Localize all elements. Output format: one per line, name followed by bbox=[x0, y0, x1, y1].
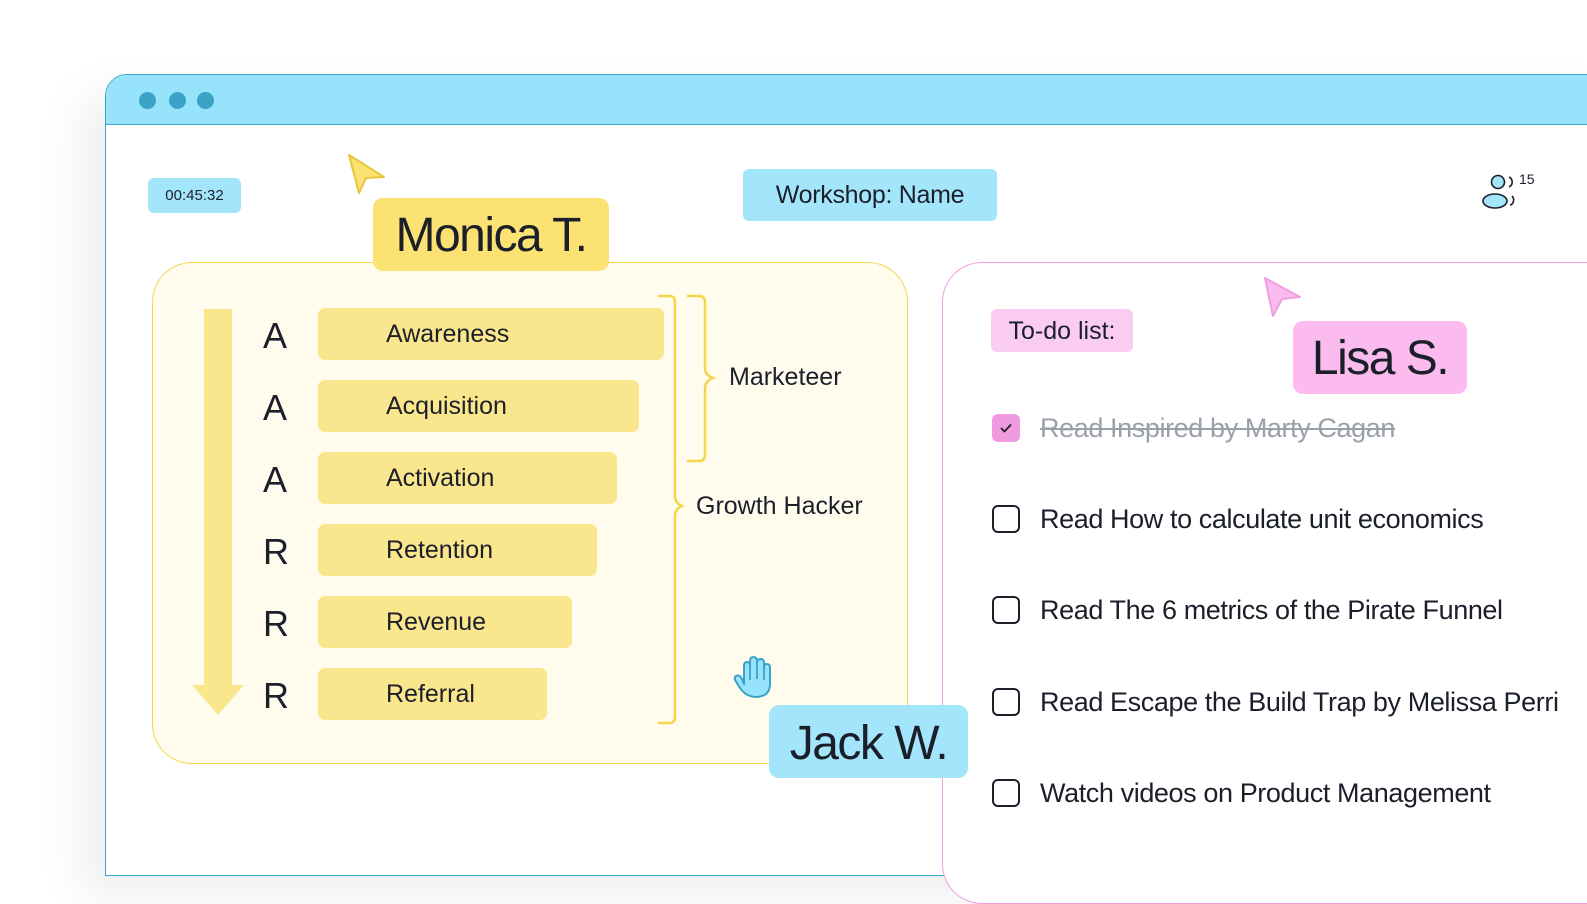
todo-item-text: Read The 6 metrics of the Pirate Funnel bbox=[1040, 595, 1503, 625]
todo-item[interactable]: Read The 6 metrics of the Pirate Funnel bbox=[991, 592, 1587, 628]
arrow-down-icon bbox=[192, 309, 244, 715]
funnel-letter: R bbox=[263, 603, 289, 644]
checkmark-icon bbox=[1000, 423, 1012, 433]
role-brackets bbox=[658, 294, 717, 725]
stage-awareness[interactable]: Awareness bbox=[318, 308, 664, 360]
window-dot-1[interactable] bbox=[139, 92, 156, 109]
stage-acquisition[interactable]: Acquisition bbox=[318, 380, 639, 432]
workshop-title[interactable]: Workshop: Name bbox=[743, 169, 997, 221]
participants-count: 15 bbox=[1519, 171, 1535, 187]
funnel-letter: R bbox=[263, 531, 289, 572]
hand-cursor-icon bbox=[733, 656, 771, 698]
checkbox-checked[interactable] bbox=[992, 414, 1020, 442]
checkbox[interactable] bbox=[992, 688, 1020, 716]
role-marketeer: Marketeer bbox=[729, 363, 842, 391]
users-icon bbox=[1482, 174, 1515, 209]
stage-retention[interactable]: Retention bbox=[318, 524, 597, 576]
todo-item-text: Read Inspired by Marty Cagan bbox=[1040, 413, 1395, 443]
participants-indicator[interactable]: 15 bbox=[1479, 170, 1539, 212]
stage-referral[interactable]: Referral bbox=[318, 668, 547, 720]
session-timer: 00:45:32 bbox=[148, 178, 241, 213]
funnel-letter: A bbox=[263, 459, 288, 500]
checkbox[interactable] bbox=[992, 505, 1020, 533]
stage-activation[interactable]: Activation bbox=[318, 452, 617, 504]
todo-board[interactable] bbox=[942, 262, 1587, 904]
funnel-letter: R bbox=[263, 675, 289, 716]
todo-item[interactable]: Read How to calculate unit economics bbox=[991, 501, 1587, 537]
window-dot-3[interactable] bbox=[197, 92, 214, 109]
lisa-cursor-icon bbox=[1264, 277, 1301, 317]
todo-item-text: Read Escape the Build Trap by Melissa Pe… bbox=[1040, 687, 1559, 717]
window-titlebar bbox=[106, 75, 1587, 125]
todo-list-label: To-do list: bbox=[991, 309, 1133, 352]
monica-cursor-icon bbox=[348, 154, 385, 194]
collaborator-tag-monica: Monica T. bbox=[373, 198, 609, 271]
todo-item-text: Read How to calculate unit economics bbox=[1040, 504, 1484, 534]
checkbox[interactable] bbox=[992, 779, 1020, 807]
collaborator-tag-jack: Jack W. bbox=[769, 705, 968, 778]
todo-item[interactable]: Read Inspired by Marty Cagan bbox=[991, 410, 1587, 446]
todo-item[interactable]: Watch videos on Product Management bbox=[991, 775, 1587, 811]
collaborator-tag-lisa: Lisa S. bbox=[1293, 321, 1467, 394]
role-growth-hacker: Growth Hacker bbox=[696, 492, 863, 520]
todo-item-text: Watch videos on Product Management bbox=[1040, 778, 1491, 808]
todo-item[interactable]: Read Escape the Build Trap by Melissa Pe… bbox=[991, 684, 1587, 720]
funnel-letter: A bbox=[263, 315, 288, 356]
funnel-letter: A bbox=[263, 387, 288, 428]
stage-revenue[interactable]: Revenue bbox=[318, 596, 572, 648]
window-dot-2[interactable] bbox=[169, 92, 186, 109]
checkbox[interactable] bbox=[992, 596, 1020, 624]
